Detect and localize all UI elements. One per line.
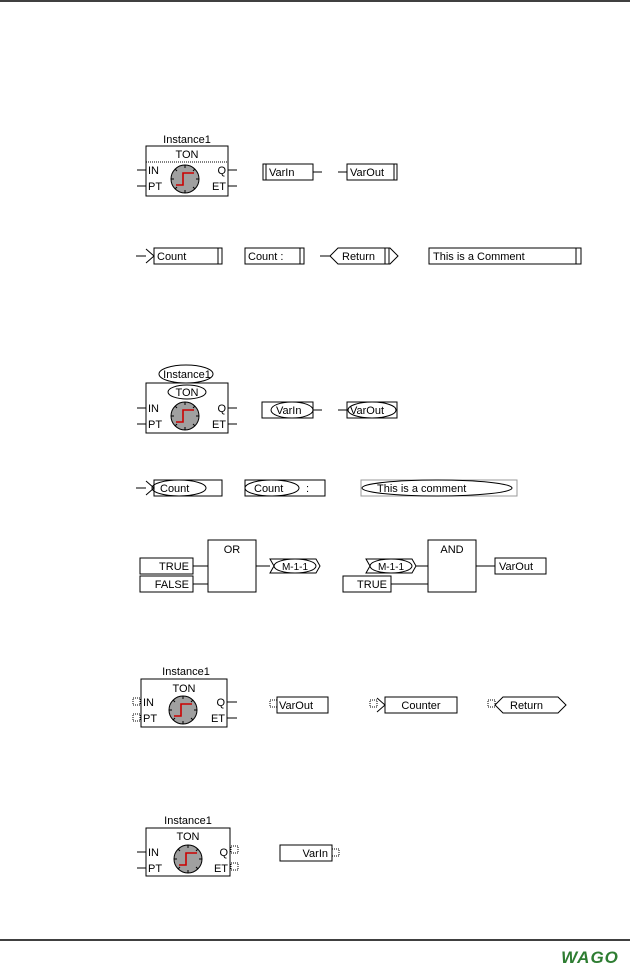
label-count-box[interactable]: Count : (244, 247, 305, 265)
fb-instance-name: Instance1 (164, 815, 212, 827)
fb-input-in: IN (148, 847, 159, 859)
fb-input-in: IN (148, 403, 159, 415)
fb-instance-name: Instance1 (163, 369, 211, 381)
jump-counter-box[interactable]: Counter (369, 696, 458, 714)
var-input-box-2[interactable]: VarIn (261, 401, 322, 419)
var-output-label: VarOut (350, 405, 384, 417)
comment-box[interactable]: This is a Comment (428, 247, 582, 265)
timer-clock-icon (170, 164, 200, 194)
var-input-label: VarIn (303, 848, 328, 860)
var-output-box-2[interactable]: VarOut (338, 401, 398, 419)
comment-text: This is a comment (377, 483, 466, 495)
timer-clock-icon (173, 844, 203, 874)
fb-block-4[interactable]: Instance1 TON IN PT Q ET (137, 815, 239, 877)
or-network[interactable]: TRUE FALSE OR M-1-1 (139, 539, 321, 593)
fb-input-pt: PT (148, 419, 162, 431)
fb-input-pt: PT (143, 713, 157, 725)
false-literal: FALSE (155, 579, 189, 591)
var-output-box[interactable]: VarOut (338, 163, 398, 181)
fb-output-et: ET (212, 419, 226, 431)
return-label: Return (510, 700, 543, 712)
fb-output-q: Q (217, 403, 226, 415)
connector-out-label: M-1-1 (282, 562, 309, 573)
fb-input-pt: PT (148, 863, 162, 875)
fb-input-in: IN (148, 165, 159, 177)
fb-input-pt: PT (148, 181, 162, 193)
and-label: AND (440, 544, 463, 556)
fb-type-name: TON (176, 831, 199, 843)
fb-type-name: TON (175, 149, 198, 161)
fb-type-name: TON (175, 387, 198, 399)
return-label: Return (342, 251, 375, 263)
var-input-box[interactable]: VarIn (262, 163, 322, 181)
comment-box-2[interactable]: This is a comment (360, 479, 518, 497)
var-output-box-3[interactable]: VarOut (269, 696, 329, 714)
fb-output-q: Q (217, 165, 226, 177)
fb-output-q: Q (216, 697, 225, 709)
wago-logo-text: WAGO (561, 948, 619, 967)
timer-clock-icon (168, 695, 198, 725)
true-literal: TRUE (357, 579, 387, 591)
true-literal: TRUE (159, 561, 189, 573)
fb-type-name: TON (172, 683, 195, 695)
fb-input-in: IN (143, 697, 154, 709)
var-output-label: VarOut (350, 167, 384, 179)
jump-counter-label: Counter (401, 700, 440, 712)
fb-block-2[interactable]: Instance1 TON IN PT Q ET (137, 364, 237, 434)
fb-instance-name: Instance1 (163, 134, 211, 146)
or-label: OR (224, 544, 241, 556)
var-input-label: VarIn (276, 405, 301, 417)
and-network[interactable]: M-1-1 TRUE AND VarOut (342, 539, 547, 593)
return-box-2[interactable]: Return (487, 696, 567, 714)
timer-clock-icon (170, 401, 200, 431)
comment-text: This is a Comment (433, 251, 525, 263)
var-input-box-3[interactable]: VarIn (279, 844, 340, 862)
var-output-label: VarOut (279, 700, 313, 712)
fb-output-q: Q (219, 847, 228, 859)
label-colon: : (306, 483, 309, 495)
jump-count-label: Count (157, 251, 186, 263)
fb-block-3[interactable]: Instance1 TON IN PT Q ET (132, 666, 237, 728)
fb-output-et: ET (212, 181, 226, 193)
jump-count-label: Count (160, 483, 189, 495)
fb-instance-name: Instance1 (162, 666, 210, 678)
var-input-label: VarIn (269, 167, 294, 179)
label-count-text: Count : (248, 251, 283, 263)
return-box[interactable]: Return (320, 247, 399, 265)
and-output-label: VarOut (499, 561, 533, 573)
fb-output-et: ET (214, 863, 228, 875)
fb-block-1[interactable]: Instance1 TON IN PT Q ET (137, 134, 237, 197)
fb-output-et: ET (211, 713, 225, 725)
wago-logo: WAGO (561, 948, 619, 967)
label-count-text: Count (254, 483, 283, 495)
jump-count-box[interactable]: Count (136, 247, 223, 265)
jump-count-box-2[interactable]: Count (136, 479, 223, 497)
connector-in-label: M-1-1 (378, 562, 405, 573)
label-count-box-2[interactable]: Count : (244, 479, 326, 497)
